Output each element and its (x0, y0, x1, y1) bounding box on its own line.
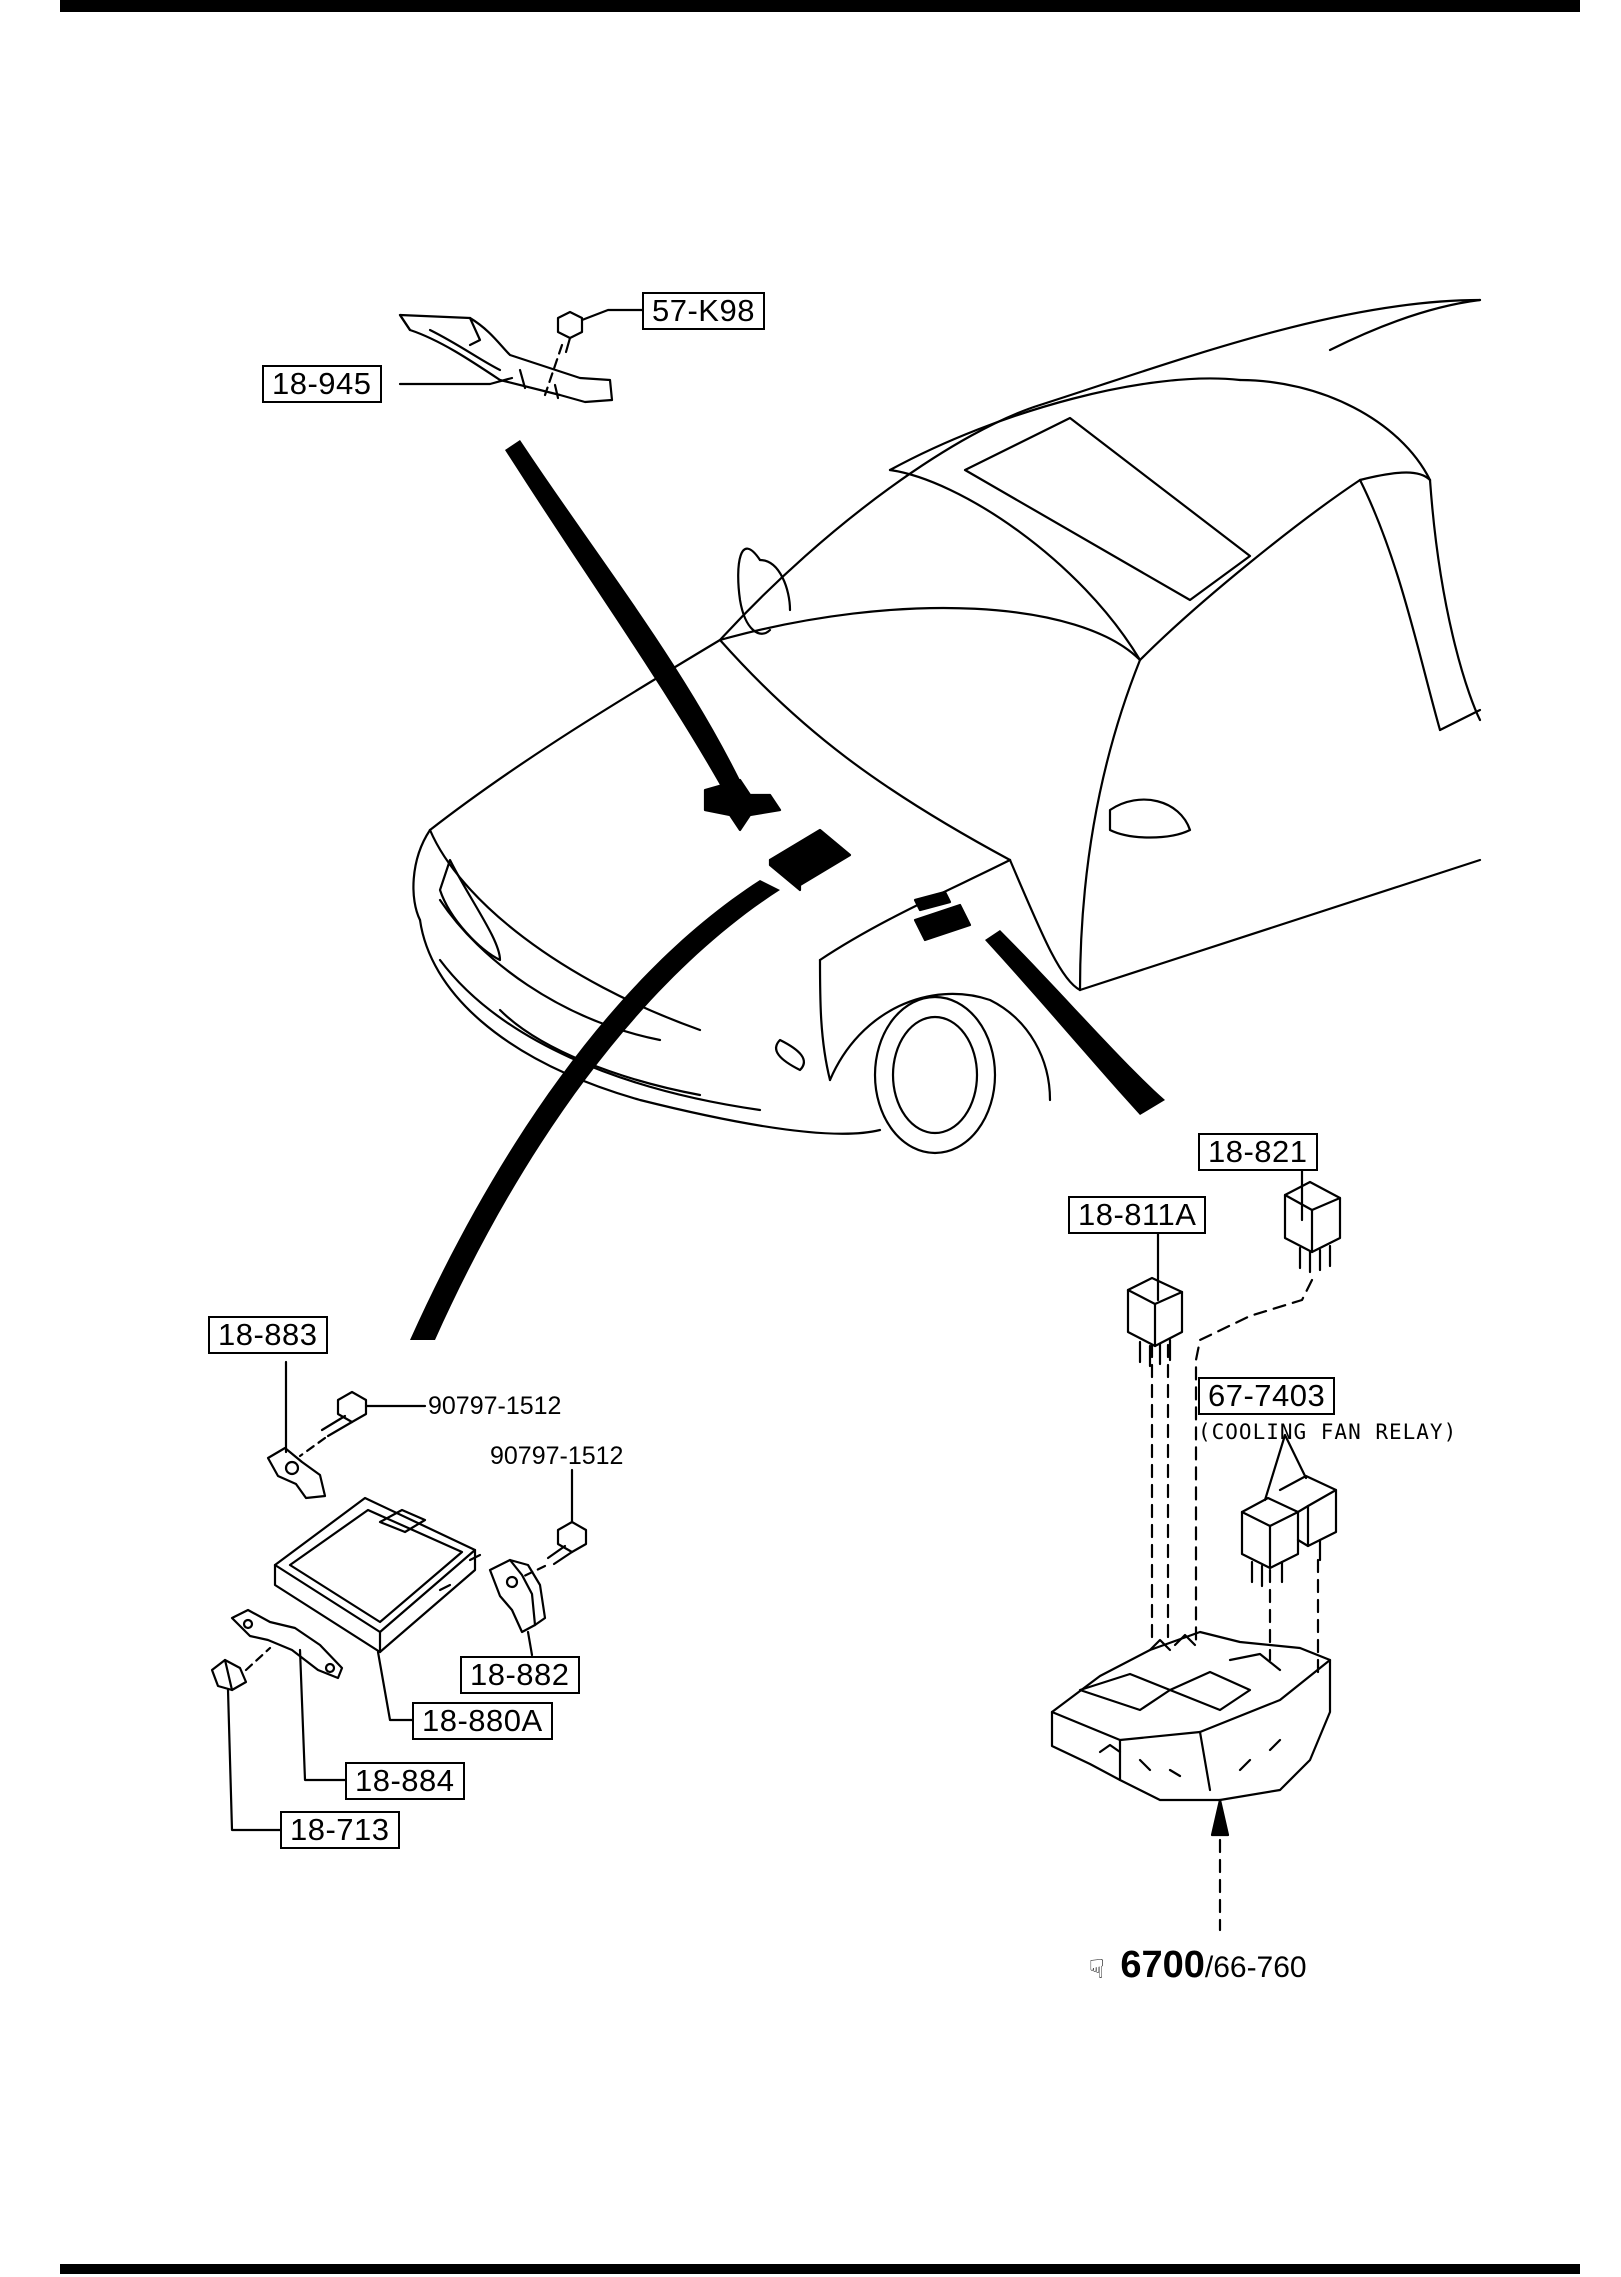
reference-sub-number: /66-760 (1204, 1951, 1307, 1984)
leader-18-880a (376, 1650, 414, 1722)
relay-location-marker (913, 903, 972, 942)
headlight (438, 858, 502, 962)
side-mirror (1108, 798, 1192, 839)
bolt-lower (546, 1520, 588, 1566)
reference-main-number: 6700 (1120, 1944, 1205, 1986)
car-component-markers (703, 778, 972, 942)
pointer-wedge-left (410, 880, 780, 1340)
bolt-upper-part-number: 90797-1512 (428, 1392, 562, 1420)
clip-18-713 (210, 1658, 248, 1692)
bolt-upper (320, 1390, 368, 1438)
callout-18-713[interactable]: 18-713 (280, 1811, 400, 1849)
leader-18-882 (526, 1630, 534, 1657)
clip-57-k98 (556, 310, 584, 354)
relay-18-821 (1283, 1180, 1342, 1274)
cooling-fan-relay-note: (COOLING FAN RELAY) (1198, 1420, 1458, 1444)
car-body-outline (412, 298, 1482, 1155)
pointer-wedges (410, 440, 1165, 1340)
fuse-block-6700 (1050, 1630, 1332, 1802)
callout-18-884[interactable]: 18-884 (345, 1762, 465, 1800)
leader-57-k98 (580, 308, 644, 322)
callout-18-880a[interactable]: 18-880A (412, 1702, 553, 1740)
callout-18-882[interactable]: 18-882 (460, 1656, 580, 1694)
leader-67-7403 (1263, 1433, 1308, 1502)
pointer-wedge-right (985, 930, 1165, 1115)
relay-18-811a (1126, 1276, 1184, 1368)
bracket-18-882 (488, 1558, 547, 1634)
fuse-block-reference[interactable]: ☞ 6700/66-760 (1082, 1944, 1307, 1987)
bracket-18-883 (266, 1446, 327, 1500)
leader-18-713 (226, 1688, 282, 1832)
front-wheel (873, 995, 997, 1155)
ecu-location-marker (768, 828, 852, 887)
clip-dash-line (543, 343, 564, 397)
sunroof (963, 416, 1252, 602)
ecu-18-880a (273, 1496, 482, 1654)
callout-18-821[interactable]: 18-821 (1198, 1133, 1318, 1171)
bracket-location-marker (703, 778, 782, 832)
relay-67-7403 (1240, 1474, 1338, 1588)
leader-18-884 (298, 1648, 347, 1782)
pointer-wedge-upper (505, 440, 740, 785)
bolt-lower-part-number: 90797-1512 (490, 1442, 624, 1470)
callout-67-7403[interactable]: 67-7403 (1198, 1377, 1336, 1415)
callout-57-k98[interactable]: 57-K98 (642, 292, 765, 330)
pointing-hand-icon: ☞ (1082, 1956, 1113, 1981)
bracket-18-884 (230, 1608, 344, 1680)
callout-18-883[interactable]: 18-883 (208, 1316, 328, 1354)
top-border-rule (60, 0, 1580, 12)
leader-18-945 (398, 376, 514, 386)
callout-18-945[interactable]: 18-945 (262, 365, 382, 403)
callout-18-811a[interactable]: 18-811A (1068, 1196, 1207, 1234)
fuse-block-arrow (1210, 1798, 1230, 1837)
bracket-18-945 (398, 313, 614, 404)
bottom-border-rule (60, 2264, 1580, 2274)
